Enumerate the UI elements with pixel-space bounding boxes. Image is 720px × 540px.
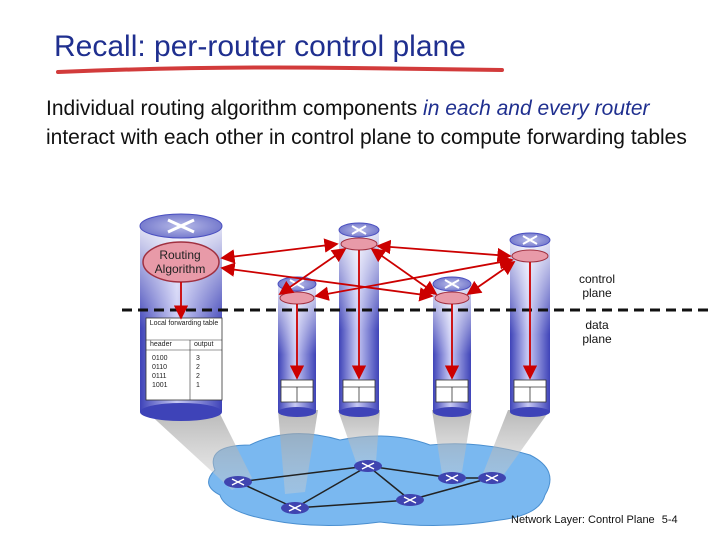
control-oval-3 — [340, 237, 378, 251]
table-row: 1001 1 — [152, 381, 218, 390]
table-row: 0110 2 — [152, 363, 218, 372]
table-cell-header: 1001 — [152, 382, 168, 389]
beam-1 — [145, 410, 252, 490]
routing-algorithm-label: Routing Algorithm — [154, 248, 206, 276]
control-oval-4 — [434, 291, 470, 305]
control-oval-5 — [511, 249, 549, 263]
footer: Network Layer: Control Plane 5-4 — [511, 514, 678, 526]
beam-5 — [482, 410, 550, 480]
table-cell-output: 2 — [196, 364, 200, 371]
slide-title: Recall: per-router control plane — [54, 30, 466, 63]
table-cell-output: 1 — [196, 382, 200, 389]
body-text-part1: Individual routing algorithm components — [46, 97, 424, 120]
cloud-routers — [224, 460, 506, 514]
mini-tables — [280, 379, 547, 403]
body-text-part2: interact with each other in control plan… — [46, 126, 687, 149]
body-text-emphasis: in each and every router — [423, 97, 650, 120]
title-underline — [56, 65, 504, 74]
forwarding-table-header-col2: output — [194, 341, 214, 348]
data-plane-label: data plane — [582, 318, 612, 346]
forwarding-table-title: Local forwarding table — [149, 320, 219, 327]
table-cell-header: 0111 — [152, 373, 167, 380]
footer-page: 5-4 — [661, 514, 678, 526]
table-cell-header: 0110 — [152, 364, 168, 371]
beam-3 — [338, 410, 380, 462]
body-text: Individual routing algorithm components … — [46, 94, 696, 152]
control-arrows — [220, 238, 516, 302]
table-cell-output: 2 — [196, 373, 200, 380]
forwarding-table-header-col1: header — [150, 341, 172, 348]
table-cell-output: 3 — [196, 355, 200, 362]
beam-4 — [432, 410, 472, 474]
control-plane-label: control plane — [578, 272, 616, 300]
install-arrows — [173, 250, 538, 380]
table-row: 0100 3 — [152, 354, 218, 363]
control-oval-2 — [279, 291, 315, 305]
table-row: 0111 2 — [152, 372, 218, 381]
footer-section: Network Layer: Control Plane — [511, 514, 655, 526]
table-cell-header: 0100 — [152, 355, 168, 362]
forwarding-table — [145, 317, 223, 401]
